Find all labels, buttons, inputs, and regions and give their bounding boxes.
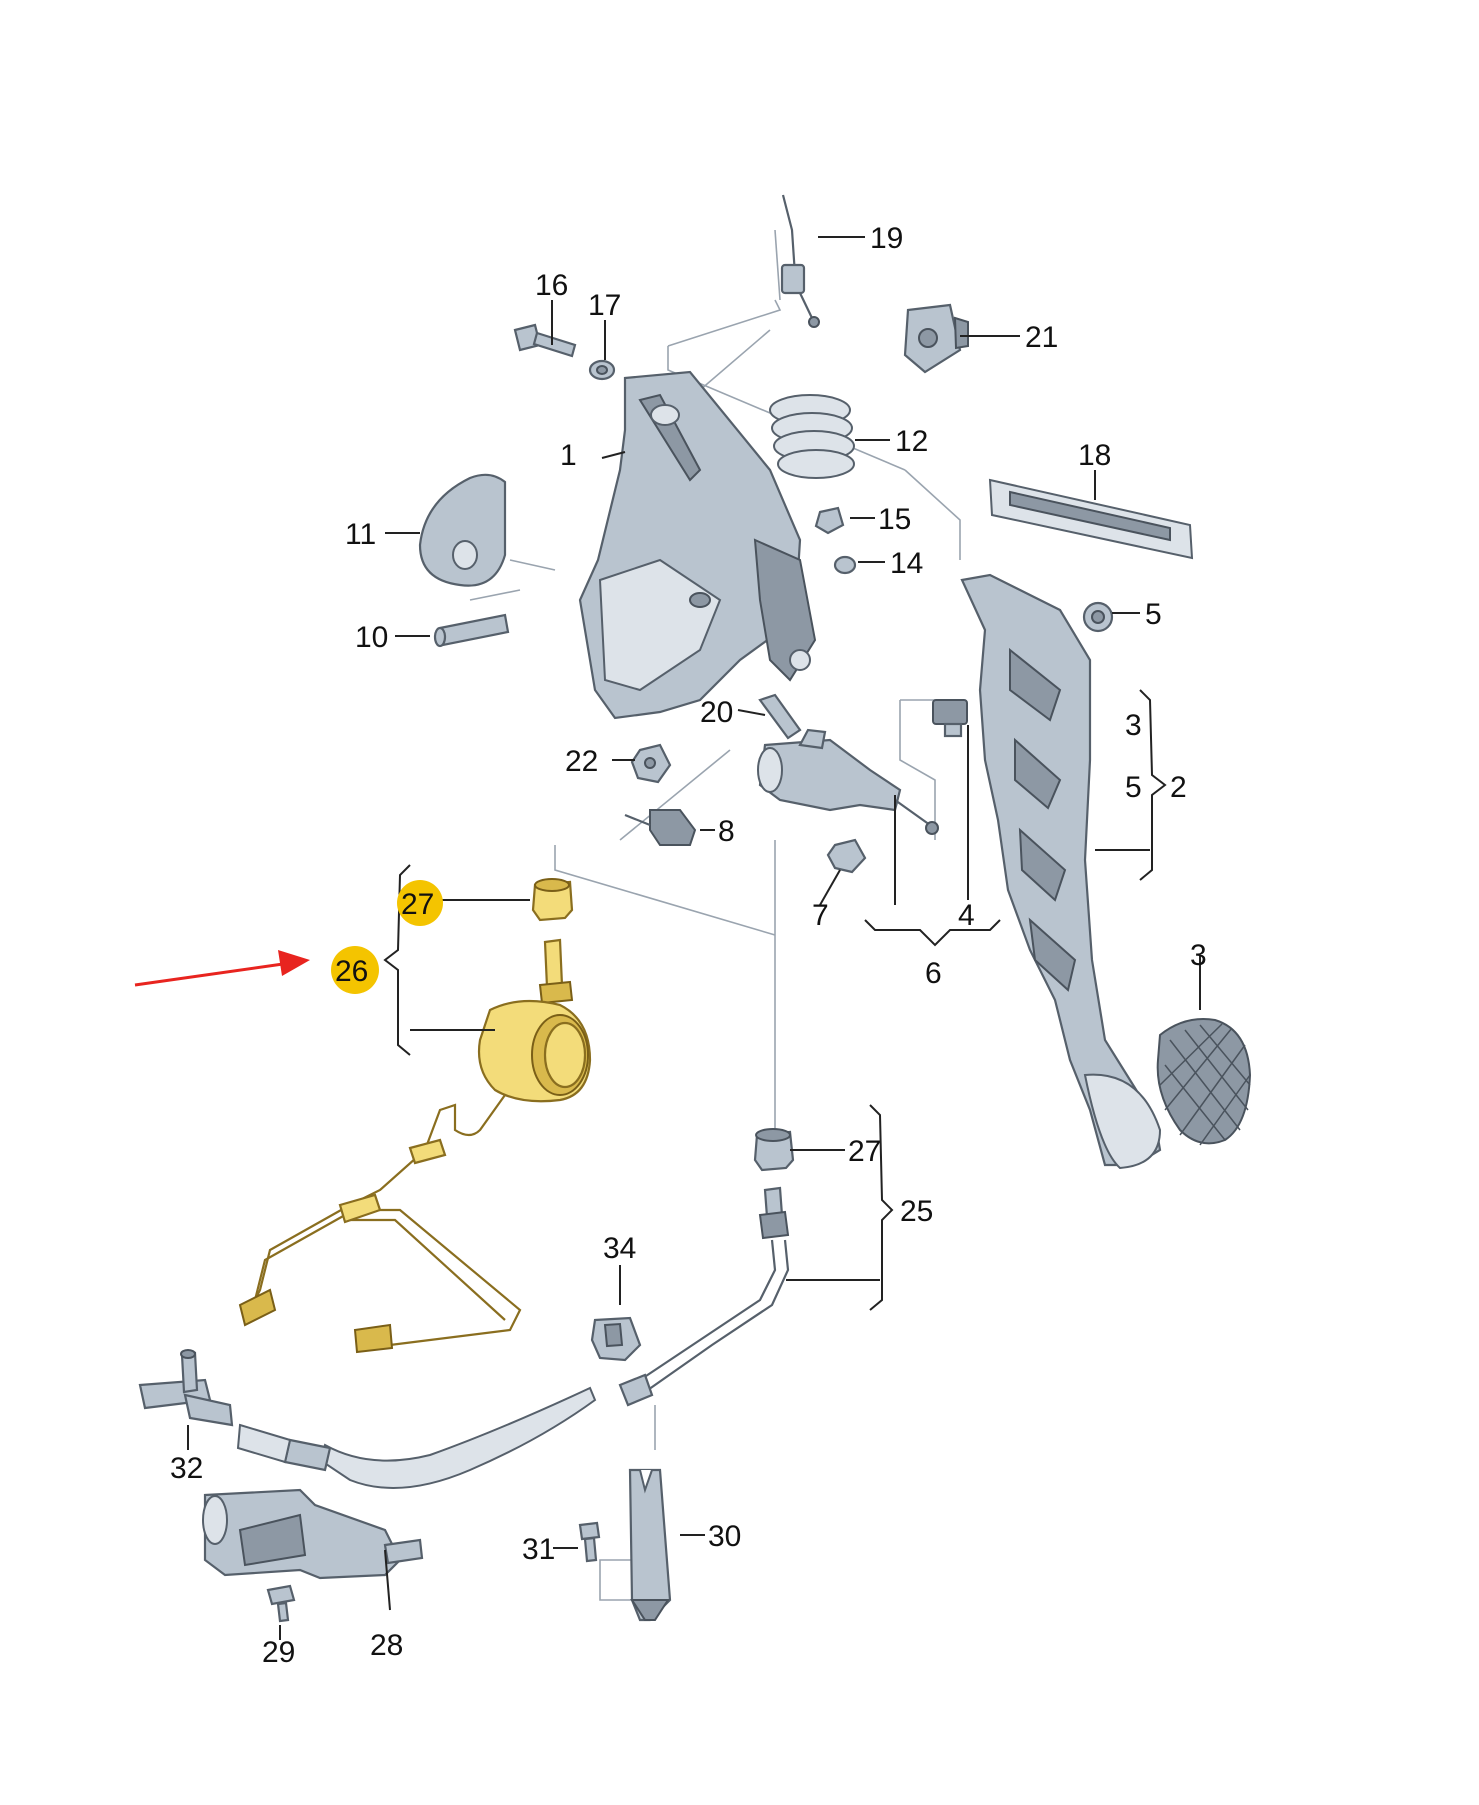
cylinder-28: [202, 1488, 424, 1580]
label-8: 8: [718, 815, 735, 848]
pedal-bracket: [578, 370, 817, 720]
switch-4: [932, 699, 968, 738]
master-cylinder-6: [757, 728, 939, 835]
screw-29: [266, 1584, 296, 1623]
label-18: 18: [1078, 439, 1111, 472]
highlight-26: [331, 946, 379, 994]
switch-cable: [780, 194, 820, 328]
clip-21: [903, 303, 969, 374]
bushing-27: [753, 1128, 795, 1172]
clip-34: [590, 1316, 642, 1362]
label-1: 1: [560, 439, 577, 472]
label-29: 29: [262, 1636, 295, 1669]
nut-22: [630, 743, 672, 784]
bushing-27-highlighted: [531, 878, 574, 922]
red-arrow: [134, 950, 310, 987]
label-15: 15: [878, 503, 911, 536]
label-2: 2: [1170, 771, 1187, 804]
bolt-16: [513, 323, 577, 358]
label-31: 31: [522, 1533, 555, 1566]
nut-14: [833, 555, 857, 575]
part-labels: 19 21 16 17 12 18 1 11 15 14 5 10 3 20 5…: [170, 222, 1207, 1669]
label-5-top: 5: [1145, 598, 1162, 631]
bracket-30: [628, 1468, 672, 1622]
pedal-pad-3: [1156, 1018, 1252, 1146]
label-7: 7: [812, 899, 829, 932]
slave-cylinder-26: [238, 938, 592, 1354]
label-27: 27: [848, 1135, 881, 1168]
label-3-lower: 3: [1190, 939, 1207, 972]
label-4: 4: [958, 899, 975, 932]
assembly-guide-lines: [469, 229, 961, 1601]
label-6: 6: [925, 957, 942, 990]
clip-5: [1082, 601, 1114, 633]
label-30: 30: [708, 1520, 741, 1553]
nut-7: [826, 838, 867, 874]
spring-12: [769, 394, 855, 479]
bushing-11: [418, 473, 507, 587]
label-14: 14: [890, 547, 923, 580]
label-27-highlighted: 27: [401, 888, 434, 921]
clutch-pedal: [960, 573, 1162, 1170]
label-16: 16: [535, 269, 568, 302]
leader-lines: [187, 236, 1201, 1640]
nut-15: [814, 506, 845, 535]
label-26-highlighted: 26: [335, 955, 368, 988]
label-3-upper: 3: [1125, 709, 1142, 742]
label-12: 12: [895, 425, 928, 458]
washer-17: [588, 359, 616, 381]
pin-20: [758, 693, 802, 740]
highlight-27: [397, 880, 443, 926]
pin-10: [433, 613, 510, 648]
label-21: 21: [1025, 321, 1058, 354]
trim-strip-18: [988, 478, 1194, 560]
label-32: 32: [170, 1452, 203, 1485]
hydraulic-line-25: [236, 1186, 790, 1489]
label-10: 10: [355, 621, 388, 654]
label-17: 17: [588, 289, 621, 322]
label-34: 34: [603, 1232, 636, 1265]
label-28: 28: [370, 1629, 403, 1662]
label-19: 19: [870, 222, 903, 255]
label-11: 11: [345, 518, 376, 551]
label-25: 25: [900, 1195, 933, 1228]
label-22: 22: [565, 745, 598, 778]
label-5-brace: 5: [1125, 771, 1142, 804]
label-20: 20: [700, 696, 733, 729]
bolt-31: [578, 1521, 601, 1563]
clip-8: [624, 809, 697, 846]
t-piece-32: [138, 1349, 234, 1427]
